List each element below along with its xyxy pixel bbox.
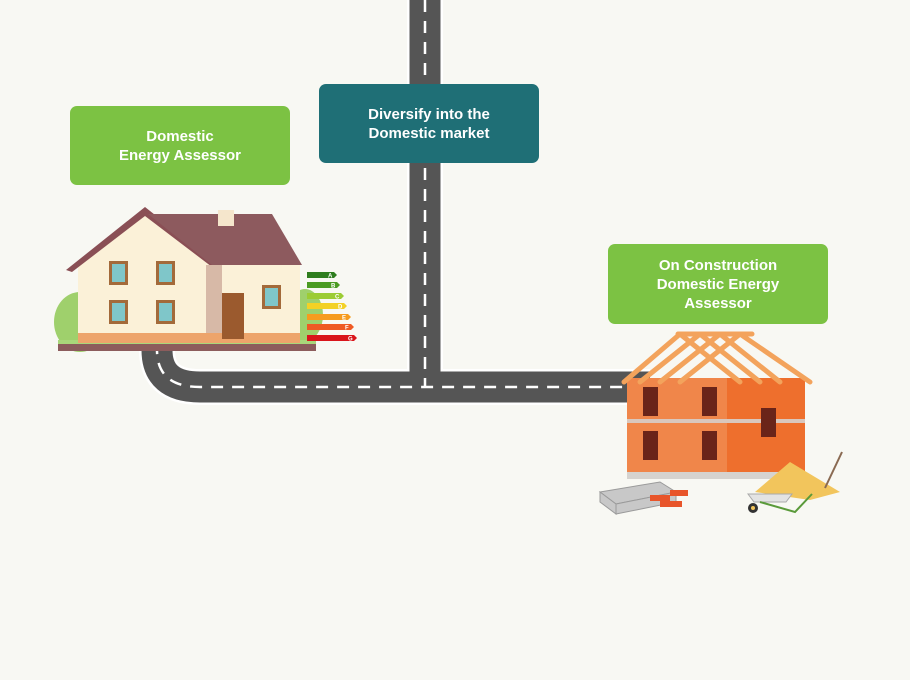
step-label-line: Energy Assessor: [118, 146, 241, 164]
rating-label: G: [348, 337, 353, 343]
step-domestic-energy-assessor: Domestic Energy Assessor: [70, 106, 290, 185]
rating-label: F: [345, 326, 349, 332]
rating-bar-g: [307, 335, 357, 341]
rating-bar-c: [307, 293, 344, 299]
step-label-line: Domestic Energy: [656, 275, 780, 293]
step-diversify-domestic-market: Diversify into the Domestic market: [319, 84, 539, 163]
rating-label: A: [328, 274, 333, 280]
step-label-line: Domestic market: [368, 124, 490, 142]
rating-bar-d: [307, 303, 347, 309]
rating-label: C: [335, 295, 340, 301]
rating-label: E: [342, 316, 346, 322]
house-illustration: [54, 207, 323, 352]
step-label-line: Domestic: [146, 127, 214, 145]
step-label-line: On Construction: [658, 256, 778, 274]
rating-bar-b: [307, 282, 340, 288]
construction-house-illustration: [598, 331, 843, 515]
step-label-line: Diversify into the: [368, 105, 490, 123]
step-on-construction-dea: On Construction Domestic Energy Assessor: [608, 244, 828, 324]
rating-label: B: [331, 284, 336, 290]
rating-label: D: [338, 305, 343, 311]
energy-rating-chart: A B C D E F G: [307, 272, 357, 343]
rating-bar-a: [307, 272, 337, 278]
step-label-line: Assessor: [684, 294, 752, 312]
rating-bar-e: [307, 314, 351, 320]
rating-bar-f: [307, 324, 354, 330]
road: [139, 0, 650, 405]
